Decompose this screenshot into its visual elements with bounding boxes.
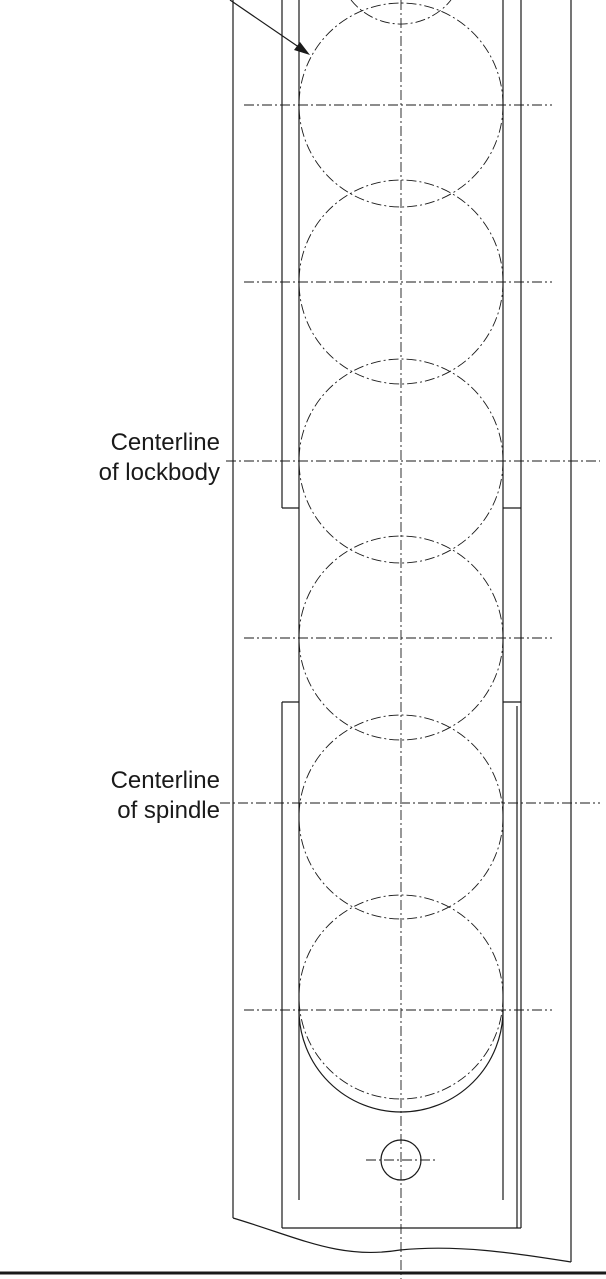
leader-arrowhead (294, 42, 310, 55)
leader-line (229, 0, 307, 53)
label-centerline-of-lockbody: Centerline of lockbody (99, 428, 220, 488)
outer-bottom-break-line (232, 1217, 572, 1263)
label-lockbody-line-1: Centerline (110, 429, 220, 456)
label-centerline-of-spindle: Centerline of spindle (111, 766, 220, 826)
label-lockbody-line-2: of lockbody (98, 459, 220, 486)
label-spindle-line-1: Centerline (110, 767, 220, 794)
latch-circle-5 (298, 714, 504, 920)
channel-bottom-arc (298, 1009, 504, 1113)
latch-circle-6 (298, 894, 504, 1100)
top-partial-circle (350, 0, 452, 25)
label-spindle-line-2: of spindle (117, 797, 220, 824)
